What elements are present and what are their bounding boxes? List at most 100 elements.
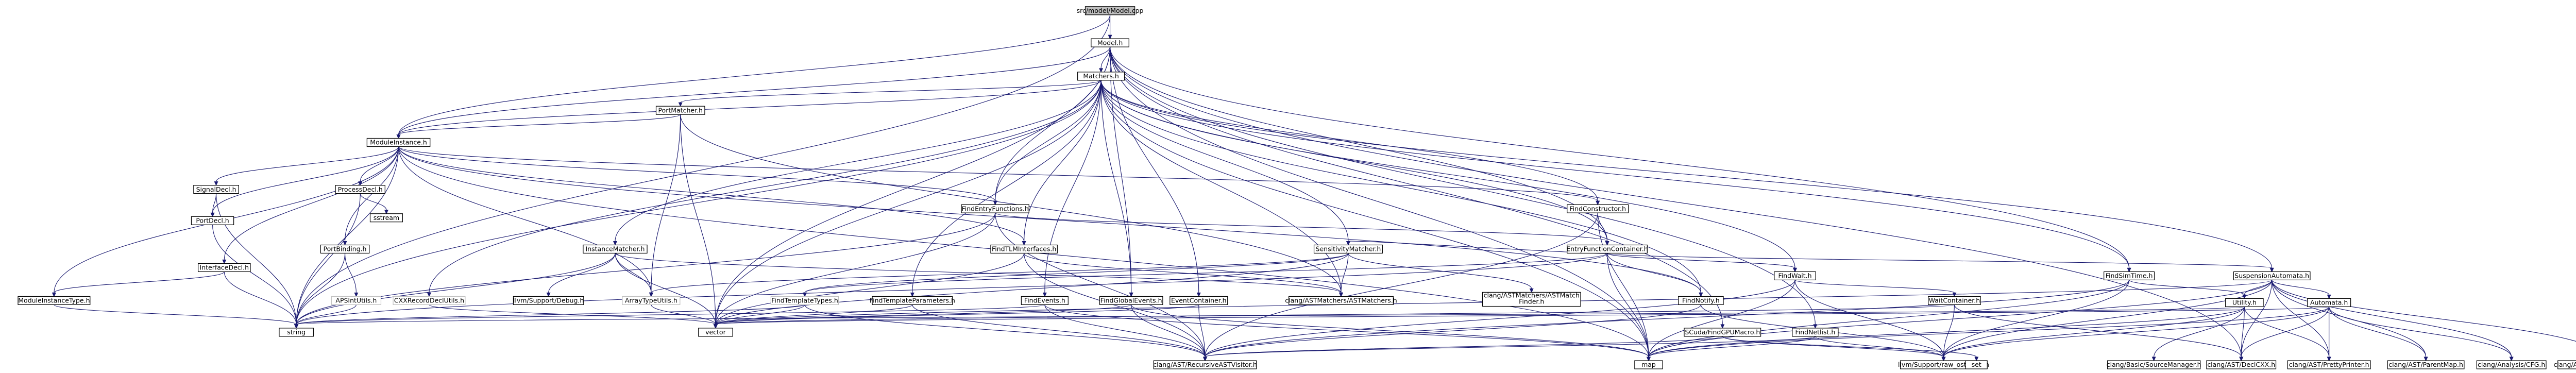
node-eventcontainer-h[interactable]: EventContainer.h [1170, 296, 1228, 305]
node-parentmap-h[interactable]: clang/AST/ParentMap.h [2387, 360, 2465, 369]
edge-portmatcher_h-to-arraytypeutils_h [649, 114, 681, 297]
edge-moduleinstance_h-to-portdecl_h [210, 146, 399, 217]
edge-findsimtime_h-to-recursiveastvisitor_h [1203, 280, 2130, 362]
node-cfg-h[interactable]: clang/Analysis/CFG.h [2476, 360, 2547, 369]
edge-model_h-to-findglobalevents_h [1110, 47, 1133, 297]
node-moduleinstancetype-h[interactable]: ModuleInstanceType.h [18, 296, 91, 305]
node-label: FindNotify.h [1682, 297, 1720, 304]
node-portmatcher-h[interactable]: PortMatcher.h [655, 106, 705, 115]
node-moduleinstance-h[interactable]: ModuleInstance.h [366, 138, 431, 147]
edge-findtlmintefaces_h-to-astmatchers_h [1024, 253, 1343, 297]
node-cxxrecorddeclutils-h[interactable]: CXXRecordDeclUtils.h [393, 296, 466, 305]
node-apsintutils-h[interactable]: APSIntUtils.h [331, 296, 382, 305]
node-declcxx-h[interactable]: clang/AST/DeclCXX.h [2206, 360, 2277, 369]
edge-utility_h-to-sourcemanager_h [2151, 307, 2245, 362]
node-findevents-h[interactable]: FindEvents.h [1021, 296, 1069, 305]
edge-automata_h-to-cfg_h [2329, 307, 2514, 362]
edge-model_h-to-sccuda_h [1110, 47, 1725, 329]
node-label: FindTemplateParameters.h [870, 297, 955, 304]
edge-findwait_h-to-map [1646, 280, 1795, 362]
node-sourcemanager-h[interactable]: clang/Basic/SourceManager.h [2107, 360, 2201, 369]
node-label: Automata.h [2310, 299, 2348, 307]
node-portdecl-h[interactable]: PortDecl.h [191, 216, 234, 225]
node-utility-h[interactable]: Utility.h [2225, 298, 2264, 307]
node-label: Model.h [1097, 39, 1123, 46]
node-label: ArrayTypeUtils.h [625, 297, 677, 304]
edge-findconstructor_h-to-recursiveastvisitor_h [1203, 213, 1598, 362]
edge-automata_h-to-parentmap_h [2329, 307, 2428, 362]
node-astmatchers-h[interactable]: clang/ASTMatchers/ASTMatchers.h [1285, 296, 1397, 305]
node-sccuda-h[interactable]: SCuda/FindGPUMacro.h [1684, 328, 1761, 337]
node-waitcontainer-h[interactable]: WaitContainer.h [1928, 296, 1981, 305]
edge-model_h-to-moduleinstance_h [396, 47, 1111, 139]
node-findtemplateparameters-h[interactable]: FindTemplateParameters.h [870, 296, 955, 305]
edge-processdecl_h-to-string [294, 193, 361, 329]
node-findwait-h[interactable]: FindWait.h [1774, 271, 1816, 280]
node-label: SignalDecl.h [196, 185, 236, 193]
node-arraytypeutils-h[interactable]: ArrayTypeUtils.h [622, 296, 681, 305]
node-entryfunctioncontainer-h[interactable]: EntryFunctionContainer.h [1566, 244, 1648, 254]
node-matchers-h[interactable]: Matchers.h [1077, 72, 1125, 81]
node-processdecl-h[interactable]: ProcessDecl.h [335, 185, 385, 194]
node-label: WaitContainer.h [1929, 297, 1980, 304]
edge-moduleinstance_h-to-findentryfunctions_h [398, 146, 997, 206]
node-llvm-debug-h[interactable]: llvm/Support/Debug.h [513, 296, 584, 305]
node-string[interactable]: string [279, 328, 314, 337]
node-suspensionautomata-h[interactable]: SuspensionAutomata.h [2233, 271, 2311, 280]
node-label: clang/AST/DeclCXX.h [2207, 361, 2275, 368]
node-sensitivitymatcher-h[interactable]: SensitivityMatcher.h [1313, 244, 1383, 254]
node-label: clang/AST/ParentMap.h [2388, 361, 2463, 368]
node-findconstructor-h[interactable]: FindConstructor.h [1567, 204, 1629, 213]
node-portbinding-h[interactable]: PortBinding.h [320, 244, 370, 254]
node-automata-h[interactable]: Automata.h [2307, 298, 2351, 307]
node-model-h[interactable]: Model.h [1091, 38, 1129, 47]
node-prettyprinter-h[interactable]: clang/AST/PrettyPrinter.h [2287, 360, 2371, 369]
node-vector[interactable]: vector [698, 328, 733, 337]
edge-automata_h-to-map [1646, 306, 2330, 362]
node-label: APSIntUtils.h [335, 297, 377, 304]
node-findnotify-h[interactable]: FindNotify.h [1678, 296, 1724, 305]
node-label: CXXRecordDeclUtils.h [394, 297, 464, 304]
edge-sensitivitymatcher_h-to-findtemplatetypes_h [802, 253, 1349, 297]
node-label: FindEntryFunctions.h [961, 205, 1028, 212]
edge-portmatcher_h-to-vector [680, 114, 718, 329]
node-label: FindGlobalEvents.h [1100, 297, 1162, 304]
node-findentryfunctions-h[interactable]: FindEntryFunctions.h [961, 204, 1029, 213]
node-findglobalevents-h[interactable]: FindGlobalEvents.h [1099, 296, 1163, 305]
node-findsimtime-h[interactable]: FindSimTime.h [2104, 271, 2155, 280]
node-findnetlist-h[interactable]: FindNetlist.h [1792, 328, 1839, 337]
node-interfacedecl-h[interactable]: InterfaceDecl.h [197, 263, 251, 273]
node-sstream[interactable]: sstream [369, 213, 403, 223]
node-signaldecl-h[interactable]: SignalDecl.h [193, 185, 239, 194]
edge-findsimtime_h-to-raw_ostream_h [1941, 280, 2130, 362]
edge-sccuda_h-to-raw_ostream_h [1722, 336, 1946, 362]
node-set[interactable]: set [1965, 360, 1988, 369]
node-label: src/model/Model.cpp [1077, 7, 1144, 14]
node-label: FindEvents.h [1024, 297, 1065, 304]
edge-model_cpp-to-string [294, 14, 1111, 329]
node-findtemplatetypes-h[interactable]: FindTemplateTypes.h [770, 296, 839, 305]
edge-arraytypeutils_h-to-vector [651, 304, 718, 329]
edge-entryfunctioncontainer_h-to-suspensionautomata_h [1607, 252, 2274, 273]
edge-findwait_h-to-waitcontainer_h [1794, 279, 1957, 297]
node-map[interactable]: map [1634, 360, 1663, 369]
node-label: FindTemplateTypes.h [771, 297, 838, 304]
node-label: SensitivityMatcher.h [1316, 245, 1381, 253]
edge-matchers_h-to-suspensionautomata_h [1100, 80, 2274, 273]
node-findtlmintefaces-h[interactable]: FindTLMInterfaces.h [990, 244, 1058, 254]
node-label: Matchers.h [1083, 72, 1118, 80]
node-label: ModuleInstanceType.h [18, 297, 90, 304]
node-label: clang/ASTMatchers/ASTMatchers.h [1285, 297, 1397, 304]
node-cfgstmtmap-h[interactable]: clang/Analysis/CFGStmtMap.h [2554, 360, 2576, 369]
node-label: string [287, 328, 306, 336]
node-model-cpp[interactable]: src/model/Model.cpp [1077, 6, 1144, 15]
node-recursiveastvisitor-h[interactable]: clang/AST/RecursiveASTVisitor.h [1153, 360, 1257, 369]
edge-moduleinstance_h-to-findconstructor_h [398, 146, 1600, 206]
edge-automata_h-to-raw_ostream_h [1941, 307, 2330, 362]
edge-sensitivitymatcher_h-to-astmatchers_h [1338, 253, 1349, 297]
node-instancematcher-h[interactable]: InstanceMatcher.h [583, 244, 648, 254]
edge-matchers_h-to-portmatcher_h [678, 80, 1101, 107]
edge-entryfunctioncontainer_h-to-findwait_h [1607, 252, 1798, 273]
